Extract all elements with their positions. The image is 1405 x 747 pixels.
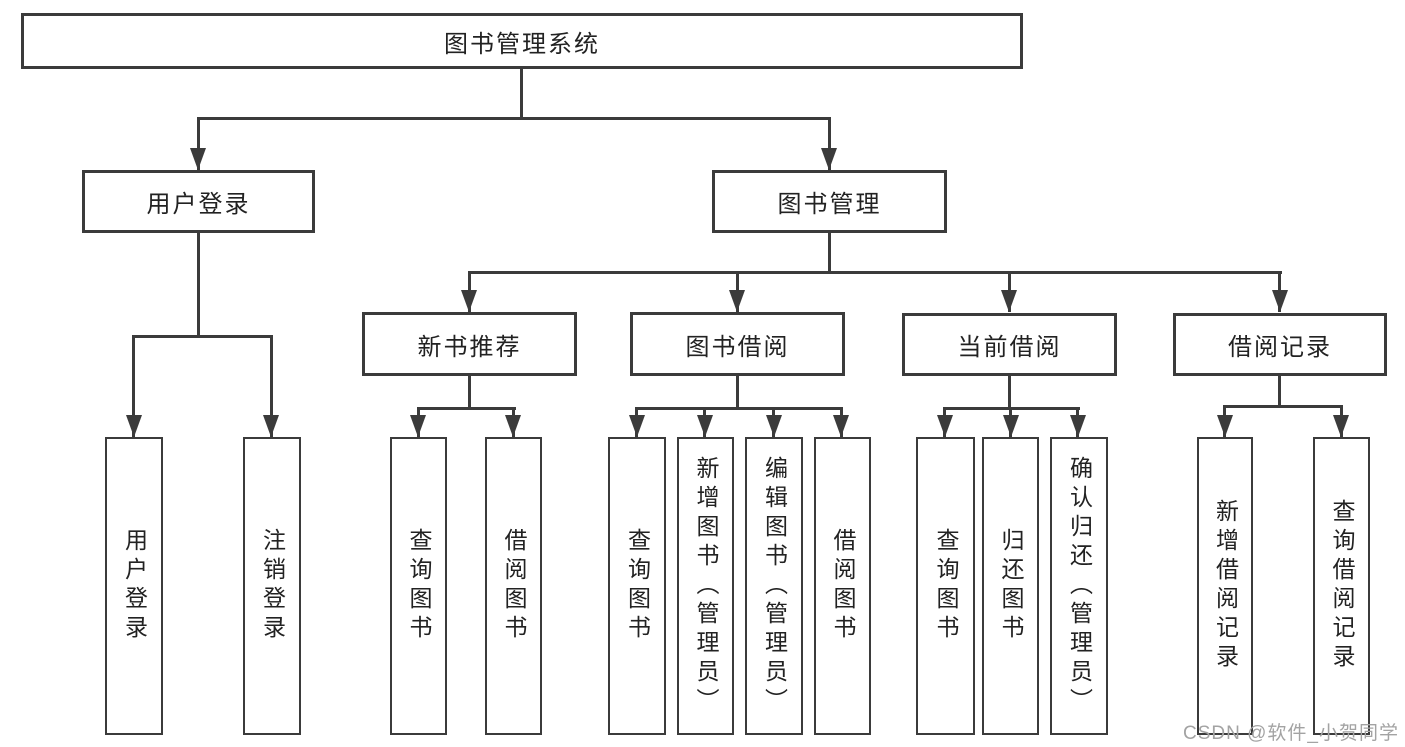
node-new-book-recommend: 新书推荐 bbox=[362, 312, 577, 376]
connector-line-v bbox=[1278, 376, 1281, 405]
node-label: 借阅图书 bbox=[830, 528, 856, 644]
connector-line-v bbox=[1008, 376, 1011, 407]
node-leaf-user-login: 用户登录 bbox=[105, 437, 163, 735]
node-label: 用户登录 bbox=[121, 528, 148, 644]
node-label: 图书借阅 bbox=[685, 333, 790, 361]
node-leaf-query-books-1: 查询图书 bbox=[390, 437, 447, 735]
node-root: 图书管理系统 bbox=[21, 13, 1023, 69]
arrow-down-icon bbox=[190, 148, 206, 170]
node-label: 新增借阅记录 bbox=[1212, 499, 1239, 673]
connector-line-v bbox=[828, 117, 831, 170]
connector-line-v bbox=[197, 233, 200, 335]
arrow-down-icon bbox=[1272, 290, 1288, 312]
arrow-down-icon bbox=[410, 415, 426, 437]
arrow-down-icon bbox=[629, 415, 645, 437]
connector-line-v bbox=[828, 233, 831, 271]
node-label: 当前借阅 bbox=[957, 334, 1062, 361]
connector-line-h bbox=[635, 407, 843, 410]
node-current-borrow: 当前借阅 bbox=[902, 313, 1117, 376]
node-borrow-record: 借阅记录 bbox=[1173, 313, 1387, 376]
arrow-down-icon bbox=[1070, 415, 1086, 437]
arrow-down-icon bbox=[1333, 415, 1349, 437]
connector-line-v bbox=[132, 335, 135, 437]
arrow-down-icon bbox=[263, 415, 279, 437]
connector-line-h bbox=[197, 117, 831, 120]
node-leaf-add-borrow-record: 新增借阅记录 bbox=[1197, 437, 1253, 735]
arrow-down-icon bbox=[937, 415, 953, 437]
node-label: 借阅记录 bbox=[1228, 334, 1332, 361]
node-label: 新增图书（管理员） bbox=[693, 455, 719, 717]
connector-line-h bbox=[132, 335, 273, 338]
arrow-down-icon bbox=[1003, 415, 1019, 437]
node-label: 新书推荐 bbox=[417, 333, 522, 361]
arrow-down-icon bbox=[697, 415, 713, 437]
node-leaf-add-books-admin: 新增图书（管理员） bbox=[677, 437, 734, 735]
arrow-down-icon bbox=[1217, 415, 1233, 437]
connector-line-v bbox=[736, 376, 739, 407]
connector-line-v bbox=[270, 335, 273, 437]
node-label: 查询借阅记录 bbox=[1329, 499, 1355, 673]
arrow-down-icon bbox=[729, 290, 745, 312]
node-leaf-logout: 注销登录 bbox=[243, 437, 301, 735]
node-leaf-query-borrow-record: 查询借阅记录 bbox=[1313, 437, 1370, 735]
node-label: 借阅图书 bbox=[501, 528, 527, 644]
arrow-down-icon bbox=[1001, 290, 1017, 312]
node-label: 归还图书 bbox=[998, 528, 1024, 644]
node-user-login: 用户登录 bbox=[82, 170, 315, 233]
node-leaf-borrow-books-2: 借阅图书 bbox=[814, 437, 871, 735]
node-book-management: 图书管理 bbox=[712, 170, 947, 233]
connector-line-v bbox=[520, 69, 523, 117]
node-leaf-confirm-return-admin: 确认归还（管理员） bbox=[1050, 437, 1108, 735]
connector-line-v bbox=[468, 376, 471, 407]
node-leaf-borrow-books-1: 借阅图书 bbox=[485, 437, 542, 735]
node-label: 用户登录 bbox=[146, 191, 251, 218]
arrow-down-icon bbox=[821, 148, 837, 170]
node-leaf-query-books-2: 查询图书 bbox=[608, 437, 666, 735]
node-label: 图书管理 bbox=[777, 191, 882, 218]
connector-line-h bbox=[468, 271, 1282, 274]
node-leaf-query-books-3: 查询图书 bbox=[916, 437, 975, 735]
node-book-borrow: 图书借阅 bbox=[630, 312, 845, 376]
node-label: 确认归还（管理员） bbox=[1066, 455, 1093, 717]
node-label: 查询图书 bbox=[406, 528, 432, 644]
connector-line-v bbox=[197, 117, 200, 170]
node-label: 图书管理系统 bbox=[444, 30, 600, 58]
node-label: 编辑图书（管理员） bbox=[761, 455, 788, 717]
connector-line-h bbox=[417, 407, 516, 410]
node-leaf-return-books: 归还图书 bbox=[982, 437, 1039, 735]
arrow-down-icon bbox=[766, 415, 782, 437]
arrow-down-icon bbox=[461, 290, 477, 312]
node-label: 注销登录 bbox=[259, 528, 286, 644]
watermark: CSDN @软件_小贺同学 bbox=[1183, 723, 1399, 744]
arrow-down-icon bbox=[505, 415, 521, 437]
node-leaf-edit-books-admin: 编辑图书（管理员） bbox=[745, 437, 803, 735]
connector-line-h bbox=[1223, 405, 1343, 408]
arrow-down-icon bbox=[833, 415, 849, 437]
arrow-down-icon bbox=[126, 415, 142, 437]
node-label: 查询图书 bbox=[933, 528, 959, 644]
node-label: 查询图书 bbox=[624, 528, 651, 644]
